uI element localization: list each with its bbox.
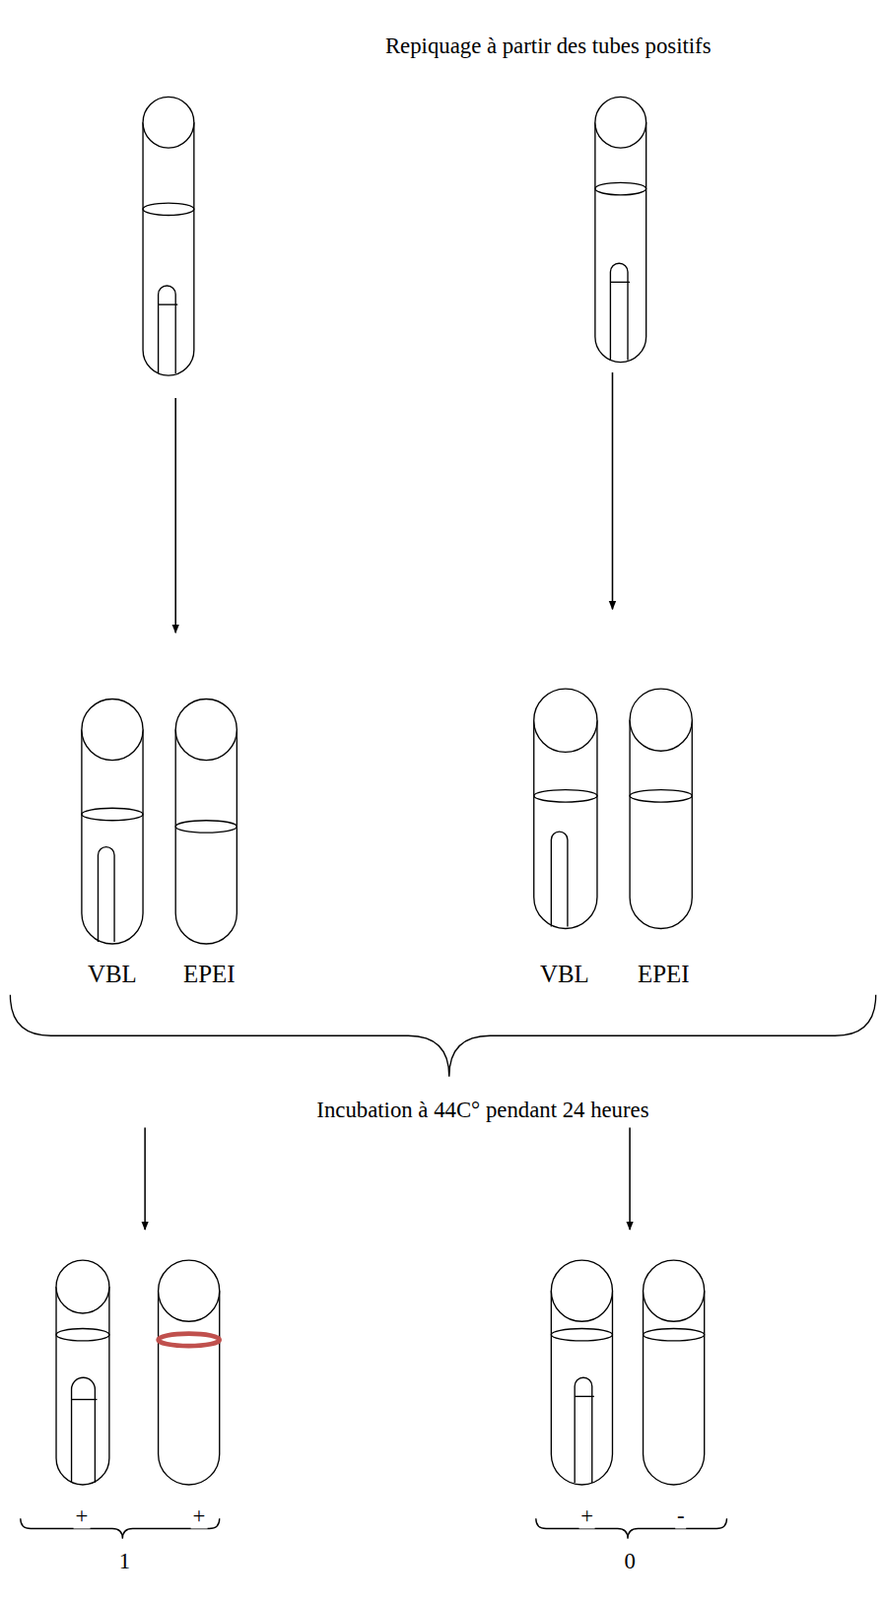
medium-name: EPEI <box>635 961 691 989</box>
test-tube <box>629 688 692 929</box>
medium-name: VBL <box>85 961 139 989</box>
brace <box>536 1518 728 1540</box>
result-sign: + <box>578 1504 596 1530</box>
test-tube <box>158 1260 220 1486</box>
result-score: 0 <box>621 1549 637 1574</box>
test-tube <box>595 96 647 362</box>
test-tube <box>175 698 237 945</box>
result-sign: + <box>72 1504 90 1530</box>
arrow <box>611 372 614 610</box>
step-text: Incubation à 44C° pendant 24 heures <box>314 1097 651 1123</box>
test-tube <box>534 688 598 929</box>
test-tube <box>550 1260 612 1486</box>
test-tube <box>643 1260 705 1486</box>
medium-name: EPEI <box>181 961 237 989</box>
result-sign: - <box>675 1504 687 1530</box>
brace <box>9 995 876 1078</box>
result-sign: + <box>191 1504 208 1530</box>
test-tube <box>81 698 143 945</box>
test-tube <box>142 96 195 376</box>
arrow <box>628 1127 631 1230</box>
medium-name: VBL <box>538 961 592 989</box>
arrow <box>143 1127 146 1230</box>
result-score: 1 <box>117 1549 133 1574</box>
title-text: Repiquage à partir des tubes positifs <box>383 33 714 59</box>
arrow <box>174 398 177 633</box>
brace <box>20 1518 220 1540</box>
test-tube <box>56 1260 110 1486</box>
